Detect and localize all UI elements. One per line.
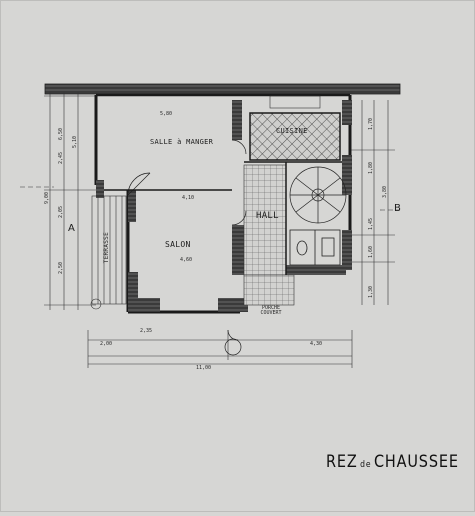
top-boundary-wall bbox=[44, 83, 401, 95]
title-word-rez: REZ bbox=[326, 452, 358, 472]
left-dimension-lines bbox=[44, 92, 96, 310]
room-label-hall: HALL bbox=[256, 211, 279, 221]
room-label-terrace: TERRASSE bbox=[103, 232, 110, 264]
section-marker-b: B bbox=[394, 203, 401, 214]
dimension-label: 1,70 bbox=[368, 118, 374, 131]
door-swings bbox=[127, 139, 247, 356]
dimension-label: 1,30 bbox=[368, 286, 374, 299]
dimension-label: 4,10 bbox=[182, 195, 195, 201]
dimension-label: 1,60 bbox=[368, 246, 374, 259]
hatched-walls bbox=[96, 100, 352, 312]
dimension-label: 3,80 bbox=[382, 186, 388, 199]
dimension-label: 4,30 bbox=[310, 341, 323, 347]
kitchen-window-sill bbox=[269, 95, 321, 109]
dimension-label: 4,60 bbox=[180, 257, 193, 263]
dimension-label: 1,80 bbox=[368, 162, 374, 175]
dimension-label: 11,00 bbox=[196, 365, 212, 371]
right-dimension-lines bbox=[350, 100, 395, 305]
room-label-kitchen: CUISINE bbox=[276, 127, 308, 135]
dimension-label: 2,35 bbox=[140, 328, 153, 334]
room-label-dining: SALLE à MANGER bbox=[150, 138, 214, 146]
dimension-label: 2,00 bbox=[100, 341, 113, 347]
bottom-dimension-lines bbox=[87, 330, 353, 368]
room-label-salon: SALON bbox=[165, 240, 191, 249]
dimension-label: 9,00 bbox=[44, 192, 50, 205]
entry-floor bbox=[243, 274, 295, 306]
spiral-staircase bbox=[289, 166, 347, 224]
dimension-label: 5,80 bbox=[160, 111, 173, 117]
title-word-de: de bbox=[360, 460, 372, 470]
kitchen-floor bbox=[249, 112, 341, 161]
dimension-label: 6,50 bbox=[58, 128, 64, 141]
room-label-porch: PORCHE COUVERT bbox=[260, 305, 282, 316]
dimension-label: 2,45 bbox=[58, 152, 64, 165]
dimension-label: 5,10 bbox=[72, 136, 78, 149]
section-cut-line bbox=[20, 186, 400, 211]
title-word-chaussee: CHAUSSEE bbox=[373, 452, 459, 472]
dimension-label: 1,45 bbox=[368, 218, 374, 231]
wc-block bbox=[289, 229, 341, 266]
terrace-strip bbox=[90, 195, 127, 310]
dimension-label: 2,05 bbox=[58, 206, 64, 219]
interior-partitions bbox=[104, 161, 342, 275]
dimension-label: 2,50 bbox=[58, 262, 64, 275]
section-marker-a: A bbox=[68, 223, 75, 234]
